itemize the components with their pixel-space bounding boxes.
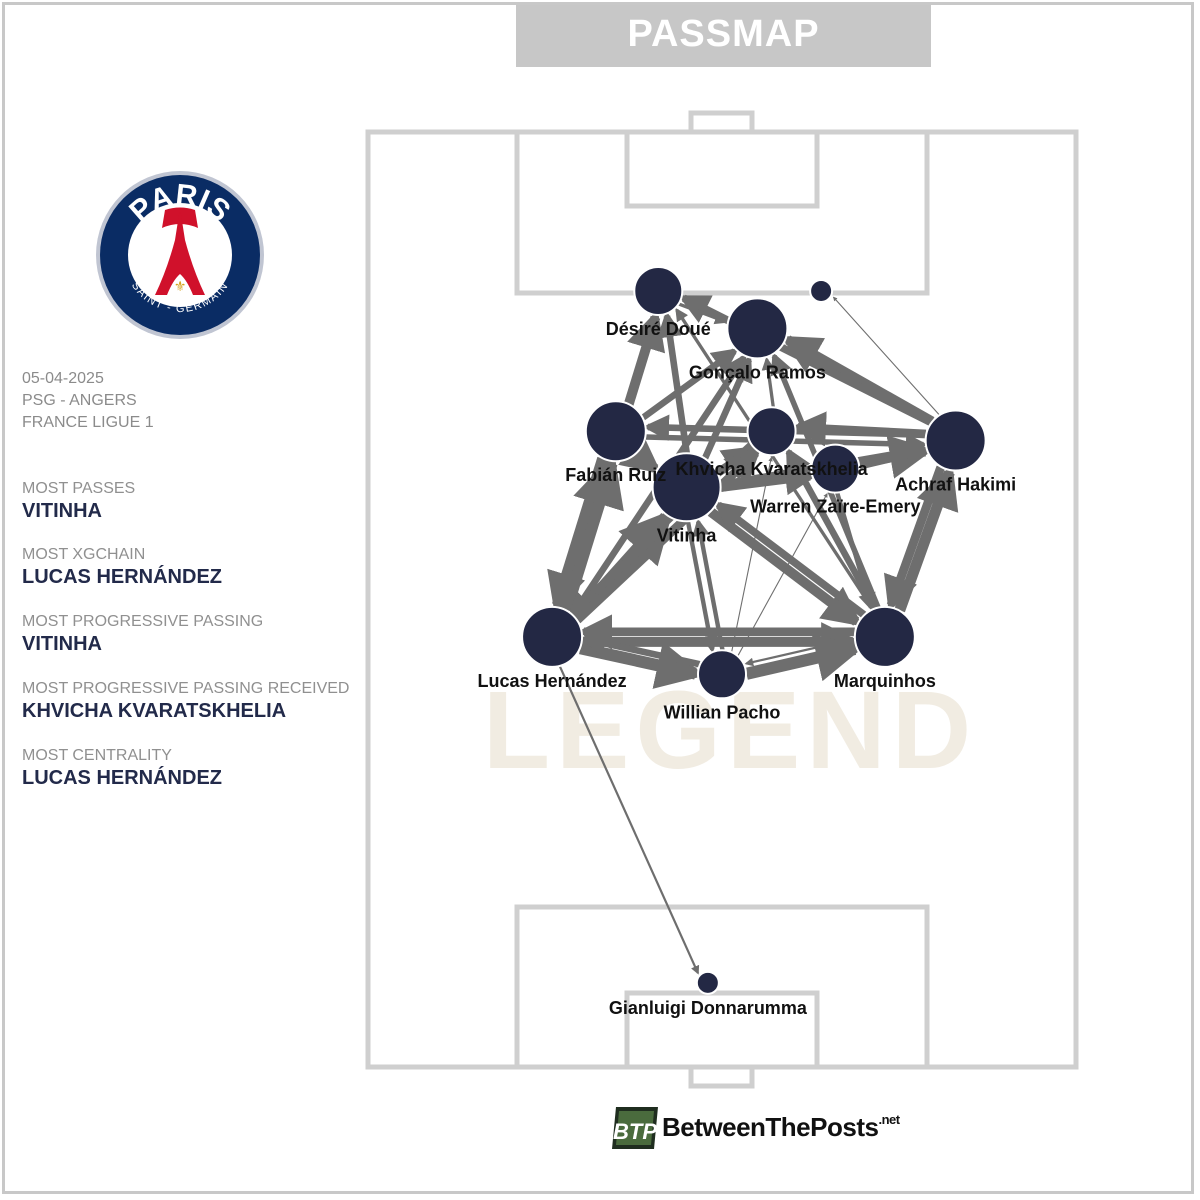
player-label: Fabián Ruiz	[565, 465, 666, 485]
stat-value: VITINHA	[22, 633, 102, 655]
player-label: Gianluigi Donnarumma	[609, 998, 808, 1018]
player-label: Désiré Doué	[606, 319, 711, 339]
player-node	[521, 605, 584, 668]
stat-value: KHVICHA KVARATSKHELIA	[22, 700, 287, 722]
player-node	[697, 649, 747, 700]
btp-badge-icon: BTP	[612, 1107, 658, 1149]
pass-edge	[560, 309, 666, 612]
stat-value: VITINHA	[22, 500, 102, 522]
pass-edge	[579, 630, 701, 668]
player-label: Vitinha	[657, 525, 718, 545]
pass-edge	[832, 296, 940, 416]
pass-edge	[568, 441, 753, 615]
player-node	[633, 265, 684, 316]
player-label: Warren Zaïre-Emery	[750, 497, 920, 517]
stat-most-centrality: MOST CENTRALITY LUCAS HERNÁNDEZ	[22, 747, 222, 791]
stat-label: MOST XGCHAIN	[22, 546, 146, 563]
bottom-goal	[688, 1064, 755, 1089]
pass-edge	[558, 665, 700, 975]
player-nodes	[521, 265, 987, 995]
pass-edge	[785, 446, 878, 610]
footer-brand: BetweenThePosts.net	[662, 1112, 900, 1143]
player-node	[853, 605, 916, 668]
player-node	[809, 278, 834, 303]
pass-edge	[894, 464, 959, 613]
top-penalty-box	[514, 129, 930, 296]
player-node	[584, 400, 647, 463]
pass-edge	[745, 634, 865, 682]
player-node	[810, 443, 861, 494]
pitch-boundary	[365, 129, 1079, 1070]
stat-most-progressive-passing: MOST PROGRESSIVE PASSING VITINHA	[22, 613, 263, 657]
stat-value: LUCAS HERNÁNDEZ	[22, 767, 222, 789]
stat-label: MOST CENTRALITY	[22, 747, 172, 764]
pitch-lines	[365, 110, 1079, 1089]
pass-edge	[641, 348, 739, 421]
btp-badge-text: BTP	[613, 1119, 657, 1144]
top-goal	[688, 110, 755, 135]
player-node	[695, 970, 720, 995]
pass-edge	[761, 356, 775, 407]
match-date: 05-04-2025	[22, 370, 104, 387]
match-fixture: PSG - ANGERS	[22, 392, 137, 409]
player-label: Achraf Hakimi	[895, 475, 1016, 495]
club-crest-icon: PARIS SAINT - GERMAIN ⚜	[96, 171, 264, 339]
pass-edge	[547, 456, 607, 613]
player-node	[726, 297, 789, 360]
match-info: 05-04-2025 PSG - ANGERS FRANCE LIGUE 1	[22, 368, 154, 434]
page-title: PASSMAP	[516, 5, 931, 67]
pass-edge	[678, 302, 729, 325]
stat-label: MOST PROGRESSIVE PASSING	[22, 613, 264, 630]
player-node	[924, 409, 987, 472]
stat-label: MOST PROGRESSIVE PASSING RECEIVED	[22, 680, 350, 697]
pass-edge	[720, 464, 817, 496]
brand-name: BetweenThePosts	[662, 1112, 879, 1142]
fleur-de-lis-icon: ⚜	[174, 278, 187, 294]
pass-edge	[835, 492, 876, 611]
stat-value: LUCAS HERNÁNDEZ	[22, 566, 222, 588]
pass-edge	[618, 433, 662, 474]
stat-most-xgchain: MOST XGCHAIN LUCAS HERNÁNDEZ	[22, 546, 222, 590]
pass-edge	[675, 307, 874, 610]
pass-edge	[737, 493, 828, 656]
player-label: Khvicha Kvaratskhelia	[676, 459, 869, 479]
match-competition: FRANCE LIGUE 1	[22, 414, 154, 431]
player-label: Marquinhos	[834, 671, 936, 691]
player-label: Lucas Hernández	[478, 671, 627, 691]
player-label: Gonçalo Ramos	[689, 362, 826, 382]
top-six-yard-box	[624, 129, 820, 209]
player-label: Willian Pacho	[664, 702, 781, 722]
stat-label: MOST PASSES	[22, 480, 136, 497]
pass-edge	[692, 518, 725, 651]
brand-suffix: .net	[878, 1112, 900, 1127]
pass-edge	[701, 354, 753, 460]
player-node	[746, 406, 797, 457]
stat-most-progressive-received: MOST PROGRESSIVE PASSING RECEIVED KHVICH…	[22, 680, 349, 724]
stat-most-passes: MOST PASSES VITINHA	[22, 480, 135, 524]
player-node	[651, 452, 722, 523]
pass-edge	[731, 456, 773, 652]
bottom-penalty-box	[514, 904, 930, 1070]
pass-edge	[859, 448, 929, 470]
eiffel-tower-icon	[155, 208, 205, 295]
